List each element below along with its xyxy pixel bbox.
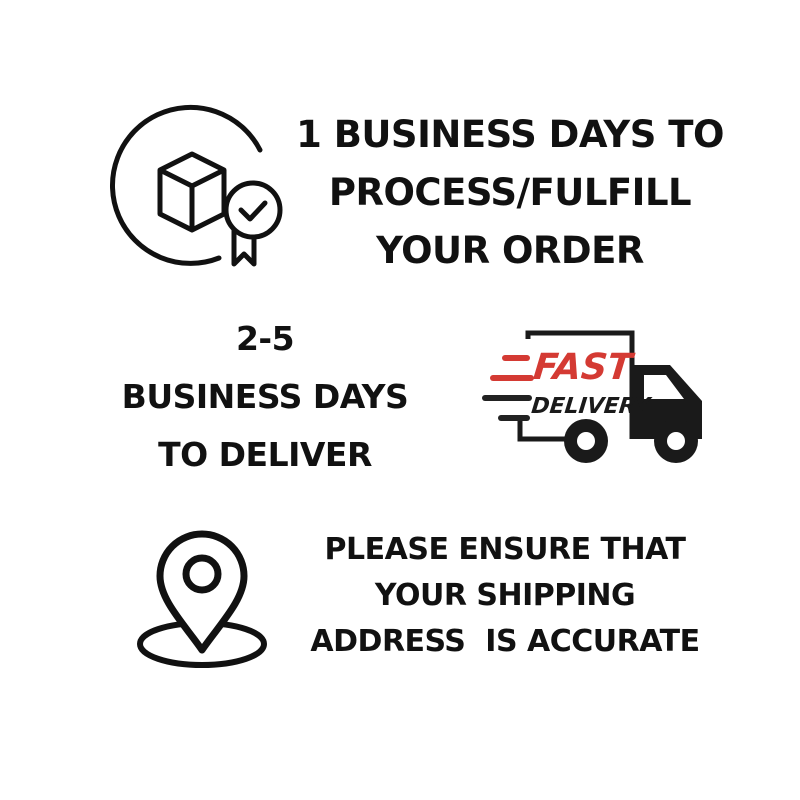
address-line-2: YOUR SHIPPING (374, 578, 636, 613)
delivery-line-3: TO DELIVER (158, 435, 372, 474)
fast-delivery-truck-icon: FAST DELIVERY (482, 330, 702, 463)
delivery-line-2: BUSINESS DAYS (121, 377, 409, 416)
location-pin-icon (137, 530, 267, 668)
package-check-icon (110, 104, 283, 267)
address-text: PLEASE ENSURE THAT YOUR SHIPPING ADDRESS… (290, 527, 720, 665)
processing-line-1: 1 BUSINESS DAYS TO (296, 113, 724, 156)
address-line-1: PLEASE ENSURE THAT (324, 532, 686, 567)
delivery-text: 2-5 BUSINESS DAYS TO DELIVER (95, 310, 435, 484)
fast-label: FAST (531, 346, 636, 388)
delivery-line-1: 2-5 (235, 319, 295, 358)
processing-line-2: PROCESS/FULFILL (328, 171, 692, 214)
delivery-label: DELIVERY (530, 394, 653, 419)
processing-text: 1 BUSINESS DAYS TO PROCESS/FULFILL YOUR … (290, 106, 730, 280)
processing-line-3: YOUR ORDER (376, 229, 644, 272)
address-line-3: ADDRESS IS ACCURATE (310, 624, 700, 659)
